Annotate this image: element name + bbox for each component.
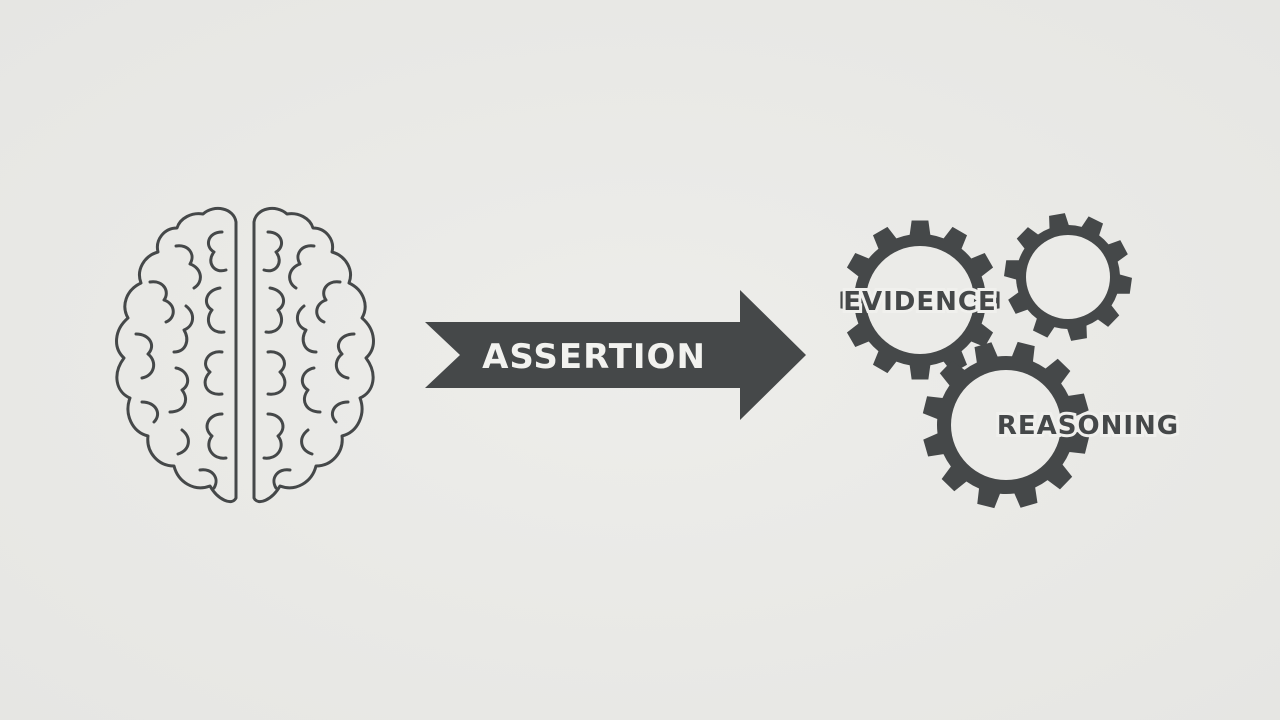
brain-right-fold bbox=[262, 412, 285, 460]
brain-left-fold bbox=[148, 280, 175, 324]
brain-right-fold bbox=[264, 286, 286, 334]
brain-left-fold bbox=[134, 332, 156, 380]
brain-right-fold bbox=[300, 428, 314, 456]
brain-left-fold bbox=[172, 304, 194, 354]
arrow-icon: ASSERTION bbox=[425, 290, 806, 420]
brain-right-fold bbox=[288, 244, 316, 290]
gear-label-reasoning: REASONING bbox=[997, 411, 1179, 441]
brain-right-fold bbox=[296, 304, 318, 354]
brain-right-fold bbox=[315, 280, 342, 324]
brain-right-fold bbox=[272, 468, 292, 490]
brain-right-fold bbox=[266, 350, 287, 396]
gear-icon-small-hole bbox=[1026, 235, 1110, 319]
gear-label-evidence: EVIDENCE bbox=[843, 287, 997, 317]
gear-icon-reasoning-hole bbox=[951, 370, 1061, 480]
brain-left-fold bbox=[204, 286, 226, 334]
arrow-shape bbox=[425, 290, 806, 420]
gears-group bbox=[840, 213, 1132, 509]
brain-left-fold bbox=[140, 400, 159, 424]
brain-left-fold bbox=[176, 428, 190, 456]
brain-right-fold bbox=[334, 332, 356, 380]
brain-left-fold bbox=[203, 350, 224, 396]
brain-left-fold bbox=[206, 230, 228, 273]
brain-icon bbox=[115, 206, 375, 503]
brain-left-fold bbox=[205, 412, 228, 460]
brain-right-fold bbox=[331, 400, 350, 424]
brain-right-fold bbox=[300, 366, 322, 414]
brain-right-fold bbox=[262, 230, 284, 273]
brain-left-fold bbox=[168, 366, 190, 414]
brain-left-fold bbox=[174, 244, 202, 290]
arrow-label: ASSERTION bbox=[482, 337, 706, 377]
gear-icon-evidence-hole bbox=[866, 246, 974, 354]
brain-left-fold bbox=[198, 468, 218, 490]
brain-right-hemisphere bbox=[252, 206, 375, 503]
brain-left-hemisphere bbox=[115, 206, 238, 503]
